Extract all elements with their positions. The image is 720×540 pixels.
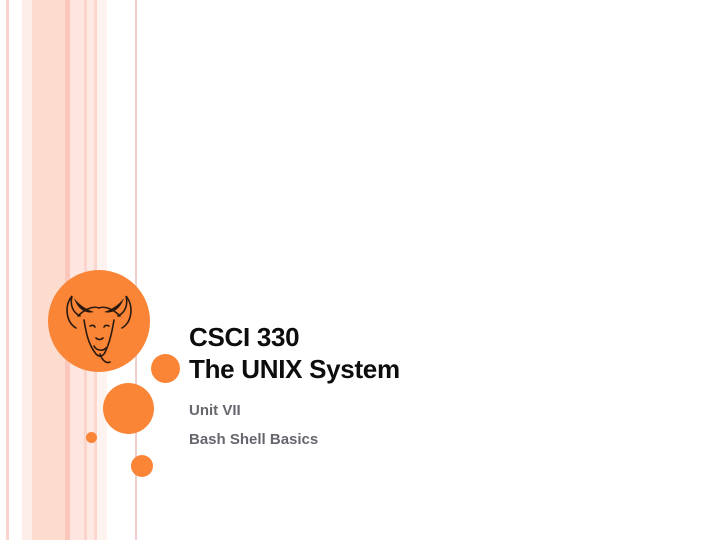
subtitle-topic: Bash Shell Basics: [189, 431, 319, 448]
title-line-course: CSCI 330: [189, 322, 300, 352]
title-line-name: The UNIX System: [189, 354, 400, 384]
slide-subtitle: Unit VII Bash Shell Basics: [189, 396, 318, 454]
small-circle-bottom: [131, 455, 153, 477]
decorative-stripe: [22, 0, 32, 540]
decorative-stripe: [32, 0, 65, 540]
medium-circle: [103, 383, 154, 434]
decorative-stripe: [70, 0, 84, 540]
subtitle-unit: Unit VII: [189, 402, 241, 419]
decorative-stripe: [84, 0, 87, 540]
decorative-stripe: [135, 0, 137, 540]
small-circle: [151, 354, 180, 383]
large-circle: [48, 270, 150, 372]
decorative-stripe: [65, 0, 70, 540]
decorative-stripe: [6, 0, 9, 540]
tiny-circle: [86, 432, 97, 443]
slide-title: CSCI 330 The UNIX System: [189, 321, 400, 385]
gnu-head-icon: [66, 295, 132, 364]
